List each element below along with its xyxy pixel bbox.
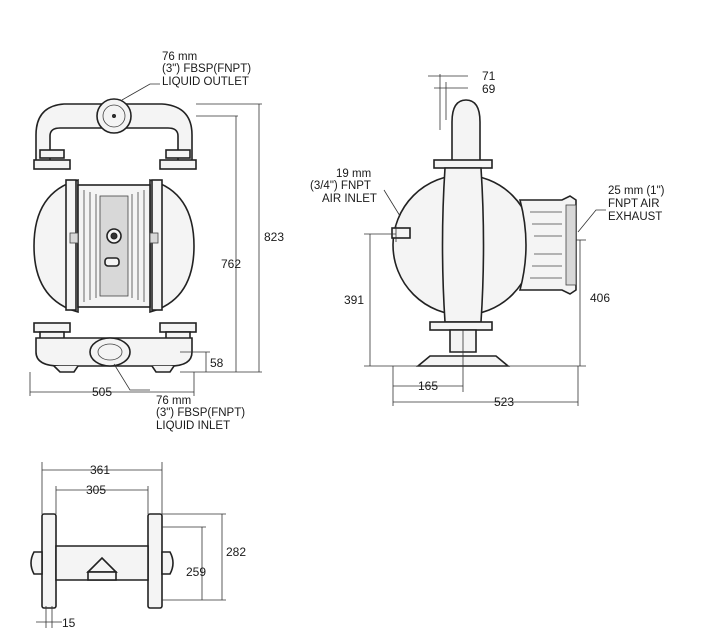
outlet-label-line3: LIQUID OUTLET bbox=[162, 76, 249, 88]
lower-left-clamp bbox=[33, 322, 71, 333]
front-view bbox=[29, 83, 262, 396]
inlet-label-line1: 76 mm bbox=[156, 395, 191, 407]
inlet-label-line2: (3") FBSP(FNPT) bbox=[156, 407, 245, 419]
outlet-label-line2: (3") FBSP(FNPT) bbox=[162, 63, 251, 75]
dim-823: 823 bbox=[264, 230, 284, 244]
dim-361: 361 bbox=[90, 463, 110, 477]
dim-15: 15 bbox=[62, 616, 76, 630]
dim-259: 259 bbox=[186, 565, 206, 579]
dim-71: 71 bbox=[482, 69, 496, 83]
dim-165: 165 bbox=[418, 379, 438, 393]
air-exhaust-label-line1: 25 mm (1") bbox=[608, 185, 665, 197]
dim-58: 58 bbox=[210, 356, 224, 370]
dim-69: 69 bbox=[482, 82, 496, 96]
outlet-label-line1: 76 mm bbox=[162, 51, 197, 63]
dim-406: 406 bbox=[590, 291, 610, 305]
upper-right-clamp bbox=[159, 159, 197, 170]
dim-505: 505 bbox=[92, 385, 112, 399]
base-view bbox=[30, 462, 226, 628]
side-outlet-stub bbox=[451, 99, 481, 163]
air-inlet-label-line1: 19 mm bbox=[336, 168, 371, 180]
upper-left-clamp bbox=[33, 159, 71, 170]
air-inlet-label-line2: (3/4") FNPT bbox=[310, 180, 371, 192]
inlet-port bbox=[89, 337, 131, 367]
dim-282: 282 bbox=[226, 545, 246, 559]
base-right-foot bbox=[147, 513, 163, 609]
dim-391: 391 bbox=[344, 293, 364, 307]
dim-762: 762 bbox=[221, 257, 241, 271]
dim-305: 305 bbox=[86, 483, 106, 497]
lower-right-clamp bbox=[159, 322, 197, 333]
air-exhaust-label-line3: EXHAUST bbox=[608, 211, 662, 223]
inlet-label-line3: LIQUID INLET bbox=[156, 420, 230, 432]
air-inlet-label-line3: AIR INLET bbox=[322, 193, 377, 205]
side-view bbox=[364, 74, 606, 406]
dim-523: 523 bbox=[494, 395, 514, 409]
air-exhaust-label-line2: FNPT AIR bbox=[608, 198, 660, 210]
base-left-foot bbox=[41, 513, 57, 609]
